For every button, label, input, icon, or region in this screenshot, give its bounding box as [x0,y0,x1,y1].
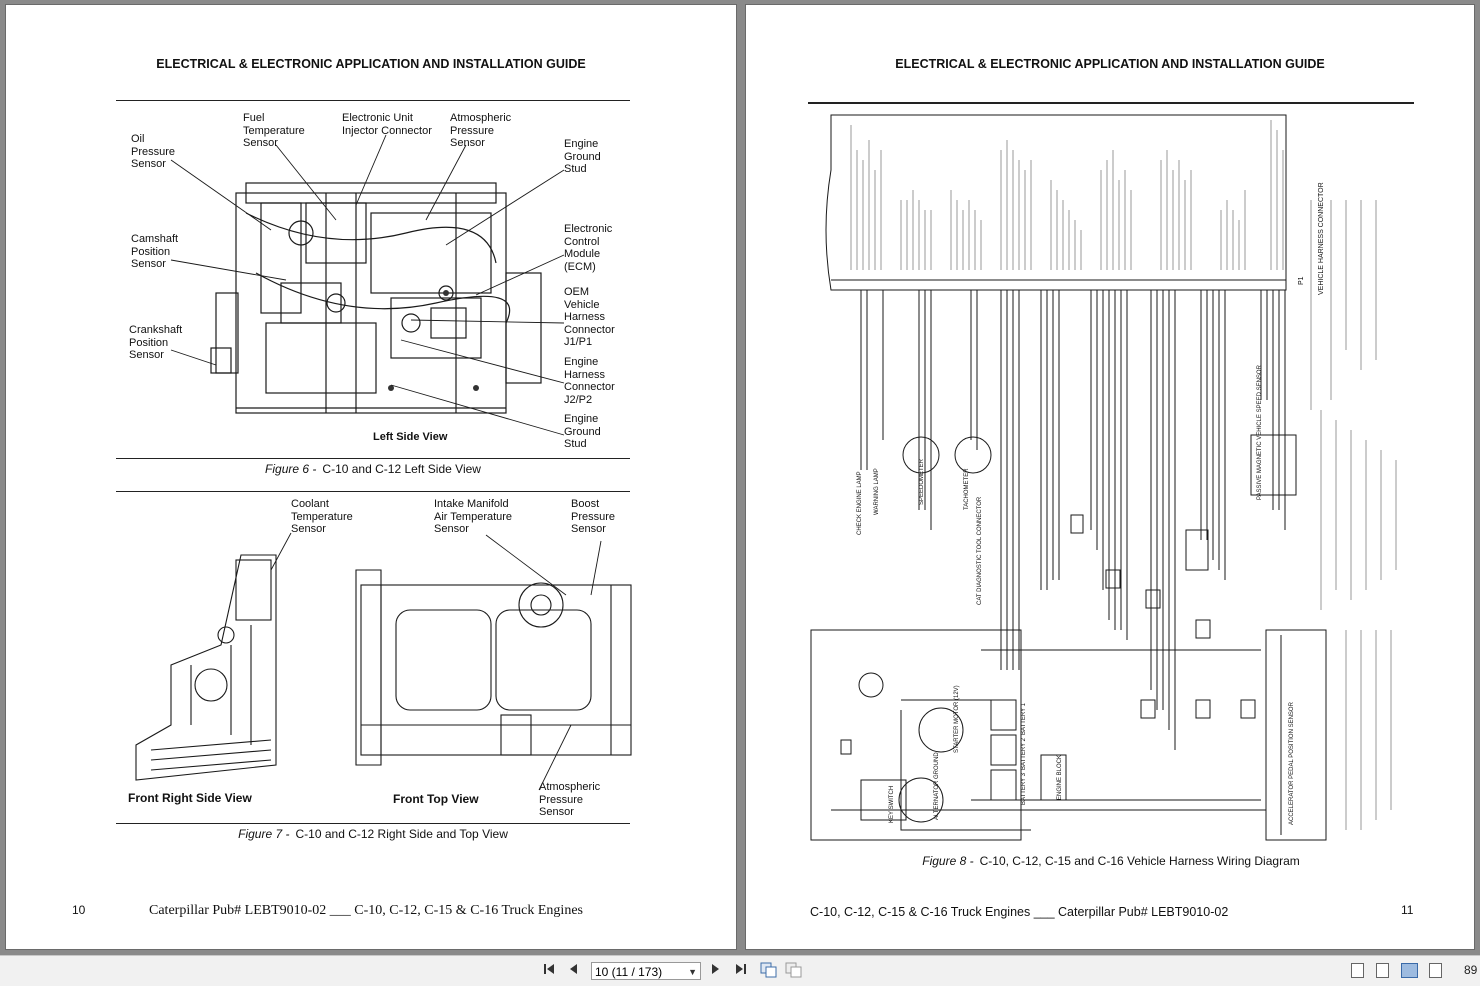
chevron-down-icon[interactable]: ▼ [688,967,697,977]
cat-diagnostic-tool-connector-label: CAT DIAGNOSTIC TOOL CONNECTOR [977,496,983,605]
engine-ground-stud-2-label: Engine Ground Stud [564,413,601,450]
front-top-view-label: Front Top View [393,792,479,806]
forward-view-icon [785,962,802,978]
page-number: 10 [72,903,86,917]
engine-left-side-drawing [210,182,542,414]
boost-pressure-sensor-label: Boost Pressure Sensor [571,498,616,535]
ecm-label: Electronic Control Module (ECM) [564,223,613,273]
oem-vehicle-harness-connector-label: OEM Vehicle Harness Connector J1/P1 [564,286,615,348]
two-page-continuous-view-icon[interactable] [1429,963,1442,978]
page-number: 11 [1401,903,1414,917]
previous-page-button[interactable] [566,962,580,980]
single-page-view-icon[interactable] [1351,963,1364,978]
fig7-callout-lines [270,532,602,791]
figure-6-caption: Figure 6 -C-10 and C-12 Left Side View [265,462,481,476]
fig7-bottom-rule [116,823,630,824]
go-forward-view-button[interactable] [785,962,803,980]
left-page: ELECTRICAL & ELECTRONIC APPLICATION AND … [5,4,737,950]
p1-label: P1 [1298,276,1305,285]
last-page-icon [736,964,746,974]
crankshaft-position-sensor-label: Crankshaft Position Sensor [129,324,183,361]
zoom-level[interactable]: 89 [1464,963,1478,977]
engine-harness-connector-label: Engine Harness Connector J2/P2 [564,356,615,406]
electronic-unit-injector-connector-label: Electronic Unit Injector Connector [342,112,432,137]
oil-pressure-sensor-label: Oil Pressure Sensor [131,133,176,170]
key-switch-label: KEY SWITCH [889,785,895,823]
battery-2-label: BATTERY 2 [1021,737,1027,770]
last-page-button[interactable] [733,962,749,980]
engine-front-right-drawing [135,554,277,781]
page-footer: Caterpillar Pub# LEBT9010-02 ___ C-10, C… [149,903,583,918]
fig6-callout-lines [170,134,565,436]
first-page-icon [544,964,554,974]
fuel-temperature-sensor-label: Fuel Temperature Sensor [243,112,305,149]
starter-motor-label: STARTER MOTOR (12V) [954,685,960,753]
vehicle-harness-connector-label: VEHICLE HARNESS CONNECTOR [1318,182,1325,295]
continuous-view-icon[interactable] [1376,963,1389,978]
page-footer: C-10, C-12, C-15 & C-16 Truck Engines __… [810,905,1229,919]
passive-vehicle-speed-sensor-label: PASSIVE MAGNETIC VEHICLE SPEED SENSOR [1257,365,1263,500]
accelerator-pedal-sensor-label: ACCELERATOR PEDAL POSITION SENSOR [1289,702,1295,825]
intake-manifold-air-temperature-sensor-label: Intake Manifold Air Temperature Sensor [434,498,513,535]
next-page-button[interactable] [709,962,723,980]
header-rule [116,100,630,101]
battery-3-label: BATTERY 3 [1021,772,1027,805]
fig7-top-rule [116,491,630,492]
battery-1-label: BATTERY 1 [1021,702,1027,735]
engine-block-label: ENGINE BLOCK [1057,754,1063,800]
fig6-bottom-rule [116,458,630,459]
page-number-field[interactable]: 10 (11 / 173) ▼ [591,962,701,980]
page-header: ELECTRICAL & ELECTRONIC APPLICATION AND … [156,57,586,71]
atmospheric-pressure-sensor-2-label: Atmospheric Pressure Sensor [539,781,601,818]
check-engine-lamp-label: CHECK ENGINE LAMP [857,471,863,535]
page-number-value: 10 (11 / 173) [595,965,663,979]
two-page-view-icon[interactable] [1401,963,1418,978]
wiring-diagram [810,114,1397,841]
camshaft-position-sensor-label: Camshaft Position Sensor [131,233,179,270]
engine-ground-stud-label: Engine Ground Stud [564,138,601,175]
coolant-temperature-sensor-label: Coolant Temperature Sensor [291,498,353,535]
front-right-side-view-label: Front Right Side View [128,791,252,805]
header-rule [808,102,1414,104]
previous-page-icon [570,964,577,974]
atmospheric-pressure-sensor-label: Atmospheric Pressure Sensor [450,112,512,149]
speedometer-label: SPEEDOMETER [919,458,925,505]
first-page-button[interactable] [541,962,557,980]
alternator-label: ALTERNATOR GROUND [934,752,940,820]
go-back-view-button[interactable] [760,962,778,980]
left-side-view-label: Left Side View [373,431,448,443]
next-page-icon [712,964,719,974]
viewer-toolbar: 10 (11 / 173) ▼ 89 [0,955,1480,986]
warning-lamp-label: WARNING LAMP [874,468,880,515]
tachometer-label: TACHOMETER [964,468,970,510]
figure-8-caption: Figure 8 -C-10, C-12, C-15 and C-16 Vehi… [922,854,1300,868]
back-view-icon [760,962,777,978]
right-page: ELECTRICAL & ELECTRONIC APPLICATION AND … [745,4,1475,950]
figure-7-caption: Figure 7 -C-10 and C-12 Right Side and T… [238,827,508,841]
engine-front-top-drawing [355,569,632,766]
page-header: ELECTRICAL & ELECTRONIC APPLICATION AND … [895,57,1325,71]
